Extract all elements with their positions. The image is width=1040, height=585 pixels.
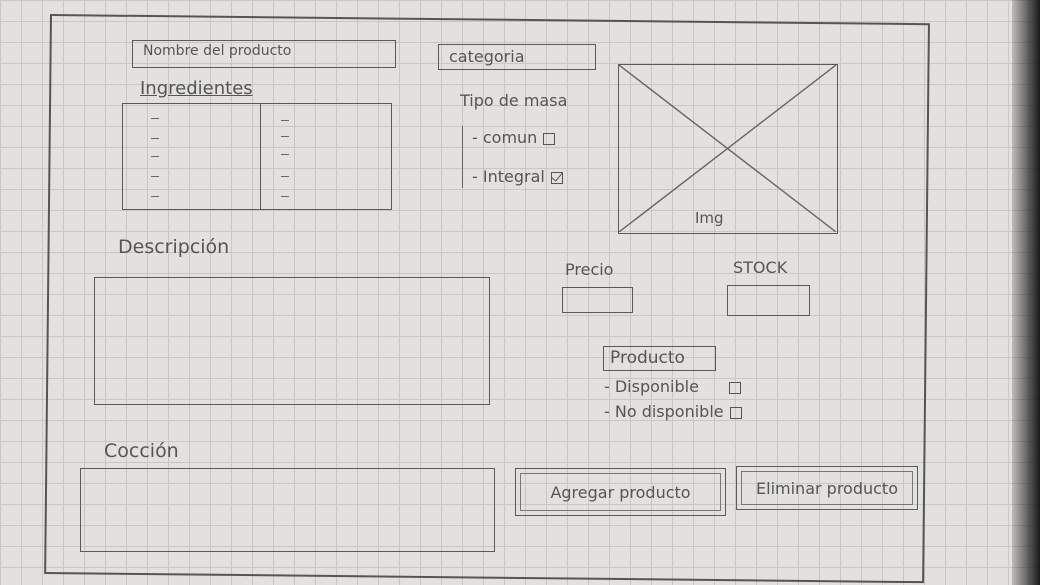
checkbox-comun[interactable] bbox=[543, 132, 556, 145]
cooking-label: Cocción bbox=[104, 440, 179, 462]
ingredient-cell bbox=[281, 196, 289, 197]
cooking-textarea[interactable] bbox=[80, 468, 495, 552]
ingredients-table[interactable] bbox=[122, 103, 392, 210]
ingredient-cell bbox=[151, 176, 159, 177]
availability-heading-box: Producto bbox=[603, 346, 716, 371]
delete-product-label: Eliminar producto bbox=[741, 471, 913, 505]
dough-type-bracket bbox=[462, 126, 463, 188]
product-name-placeholder: Nombre del producto bbox=[143, 43, 292, 59]
ingredient-cell bbox=[151, 138, 159, 139]
ingredients-column-divider bbox=[260, 104, 261, 209]
availability-heading: Producto bbox=[610, 348, 685, 368]
page-edge-shadow bbox=[1012, 0, 1040, 585]
image-placeholder-icon bbox=[619, 65, 836, 232]
category-placeholder: categoria bbox=[449, 47, 525, 66]
dough-type-label: Tipo de masa bbox=[460, 91, 568, 110]
dough-option-comun[interactable]: - comun bbox=[472, 128, 556, 147]
add-product-button[interactable]: Agregar producto bbox=[515, 468, 726, 516]
ingredient-cell bbox=[281, 120, 289, 121]
product-image-placeholder[interactable]: Img bbox=[618, 64, 838, 234]
dough-option-integral[interactable]: - Integral bbox=[472, 167, 563, 186]
product-name-field[interactable]: Nombre del producto bbox=[132, 40, 396, 68]
checkbox-integral[interactable] bbox=[550, 171, 563, 184]
ingredients-label: Ingredientes bbox=[140, 78, 253, 99]
availability-no-disponible-label: - No disponible bbox=[604, 402, 724, 421]
dough-option-integral-label: - Integral bbox=[472, 167, 545, 186]
stock-input[interactable] bbox=[727, 285, 810, 316]
add-product-label: Agregar producto bbox=[520, 473, 721, 511]
availability-option-no-disponible[interactable]: - No disponible bbox=[604, 402, 742, 421]
checkbox-no-disponible[interactable] bbox=[729, 406, 742, 419]
availability-option-disponible[interactable]: - Disponible bbox=[604, 377, 741, 396]
price-input[interactable] bbox=[562, 287, 633, 313]
ingredient-cell bbox=[151, 156, 159, 157]
availability-disponible-label: - Disponible bbox=[604, 377, 699, 396]
price-label: Precio bbox=[565, 260, 614, 279]
ingredient-cell bbox=[281, 136, 289, 137]
dough-option-comun-label: - comun bbox=[472, 128, 538, 147]
ingredient-cell bbox=[281, 154, 289, 155]
ingredient-cell bbox=[151, 118, 159, 119]
stock-label: STOCK bbox=[733, 258, 788, 277]
ingredient-cell bbox=[281, 176, 289, 177]
image-label: Img bbox=[695, 209, 724, 227]
description-textarea[interactable] bbox=[94, 277, 490, 405]
checkbox-disponible[interactable] bbox=[728, 381, 741, 394]
delete-product-button[interactable]: Eliminar producto bbox=[736, 466, 918, 510]
category-field[interactable]: categoria bbox=[438, 44, 596, 70]
ingredient-cell bbox=[151, 196, 159, 197]
description-label: Descripción bbox=[118, 236, 230, 258]
